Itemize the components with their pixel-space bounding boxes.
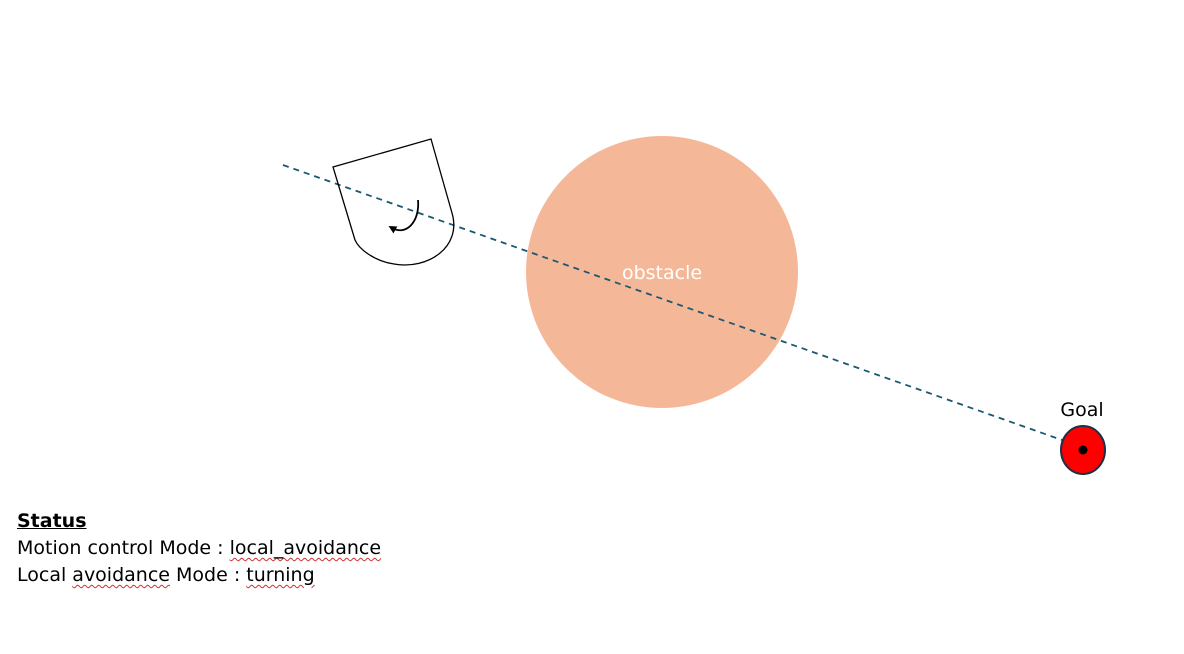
status-panel: Status Motion control Mode : local_avoid… xyxy=(17,508,381,589)
motion-control-mode-line: Motion control Mode : local_avoidance xyxy=(17,535,381,562)
local-avoidance-mode-label-suffix: Mode : xyxy=(169,564,247,586)
goal-center-dot xyxy=(1078,445,1088,455)
status-heading: Status xyxy=(17,510,87,532)
goal-target-icon xyxy=(1060,425,1106,475)
local-avoidance-mode-label-prefix: Local xyxy=(17,564,73,586)
local-avoidance-mode-label-word: avoidance xyxy=(72,564,170,586)
robot-body-icon xyxy=(332,138,455,266)
obstacle-label: obstacle xyxy=(622,262,702,284)
local-avoidance-mode-line: Local avoidance Mode : turning xyxy=(17,562,381,589)
motion-control-mode-value: local_avoidance xyxy=(229,537,382,559)
obstacle-circle xyxy=(526,136,798,408)
counter-clockwise-rotation-icon xyxy=(388,199,419,234)
planned-path-line xyxy=(282,164,1063,441)
motion-control-mode-label: Motion control Mode : xyxy=(17,537,230,559)
local-avoidance-mode-value: turning xyxy=(246,564,315,586)
goal-label: Goal xyxy=(1060,399,1103,421)
